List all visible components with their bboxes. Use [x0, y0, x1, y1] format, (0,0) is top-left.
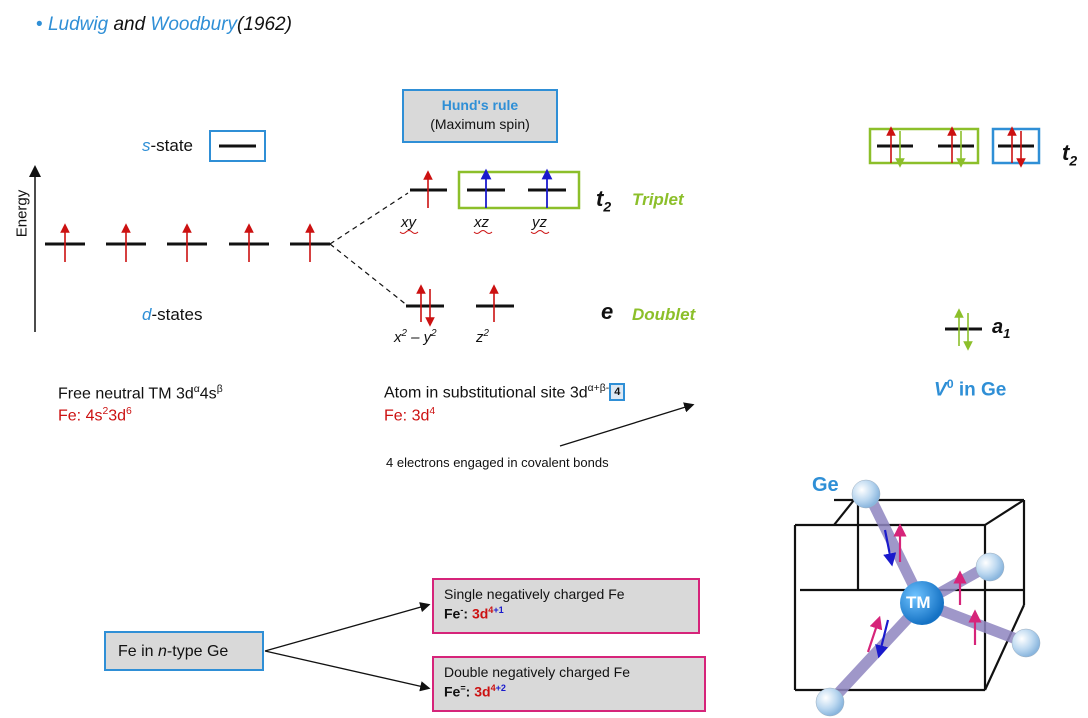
- right-t2-label: t2: [1062, 140, 1078, 169]
- arrow-to-double: [264, 650, 431, 692]
- ge-atom-right-upper: [975, 552, 1005, 582]
- orbital-z2: z2: [476, 328, 489, 346]
- hunds-rule-title: Hund's rule: [441, 97, 519, 113]
- e-label: e: [601, 299, 614, 324]
- triplet-label: Triplet: [632, 190, 684, 209]
- free-tm-line2: Fe: 4s23d6: [58, 406, 132, 425]
- ge-atom-top: [851, 479, 881, 509]
- covalent-note: 4 electrons engaged in covalent bonds: [386, 455, 609, 470]
- tm-label: TM: [906, 593, 931, 612]
- double-charged-config: Fe=: 3d4+2: [444, 683, 506, 700]
- covalent-arrow: [559, 402, 695, 447]
- split-line-up: [329, 192, 409, 245]
- free-tm-line1: Free neutral TM 3dα4sβ: [58, 384, 223, 403]
- subst-line2: Fe: 3d4: [384, 406, 436, 425]
- d-state-levels: [45, 223, 330, 262]
- right-t2-green-box: [868, 127, 980, 165]
- orbital-xy: xy: [401, 214, 416, 231]
- right-a1-label: a1: [992, 316, 1011, 341]
- subst-line1: Atom in substitutional site 3dα+β-4: [384, 383, 626, 402]
- single-charged-box: Single negatively charged Fe Fe-: 3d4+1: [432, 578, 700, 634]
- t2-label: t2: [596, 186, 612, 215]
- and-text: and: [113, 14, 146, 35]
- doublet-label: Doublet: [632, 305, 696, 324]
- orbital-x2y2: x2 – y2: [394, 328, 437, 346]
- double-charged-title: Double negatively charged Fe: [444, 664, 631, 680]
- subst-boxed-four: 4: [609, 383, 626, 401]
- orbital-yz: yz: [532, 214, 547, 231]
- hunds-rule-subtitle: (Maximum spin): [430, 116, 530, 132]
- triplet-box: [457, 170, 581, 210]
- author-woodbury: Woodbury: [150, 14, 238, 35]
- d-states-label: d-states: [142, 305, 203, 324]
- hunds-rule-box: Hund's rule (Maximum spin): [402, 89, 558, 143]
- ge-label: Ge: [812, 474, 839, 496]
- orbital-xz: xz: [474, 214, 489, 231]
- tm-atom: [900, 581, 944, 625]
- ge-atom-right-lower: [1011, 628, 1041, 658]
- year: (1962): [237, 14, 292, 35]
- crystal-cube: [793, 494, 1026, 692]
- ge-atom-bottom: [815, 687, 845, 717]
- split-line-down: [329, 243, 409, 307]
- double-charged-box: Double negatively charged Fe Fe=: 3d4+2: [432, 656, 706, 712]
- v0-in-ge-label: V0 in Ge: [934, 377, 1007, 401]
- single-charged-config: Fe-: 3d4+1: [444, 605, 504, 622]
- s-state-box: [209, 130, 266, 162]
- author-ludwig: Ludwig: [47, 14, 109, 35]
- header-line: • Ludwig and Woodbury(1962): [36, 14, 292, 36]
- single-charged-title: Single negatively charged Fe: [444, 586, 625, 602]
- bullet: •: [36, 14, 43, 35]
- fe-ntype-box: Fe in n-type Ge: [104, 631, 264, 671]
- arrow-to-single: [264, 602, 431, 652]
- bond-spins: [866, 523, 982, 659]
- s-state-label: s-state: [142, 136, 194, 155]
- energy-label: Energy: [13, 189, 31, 238]
